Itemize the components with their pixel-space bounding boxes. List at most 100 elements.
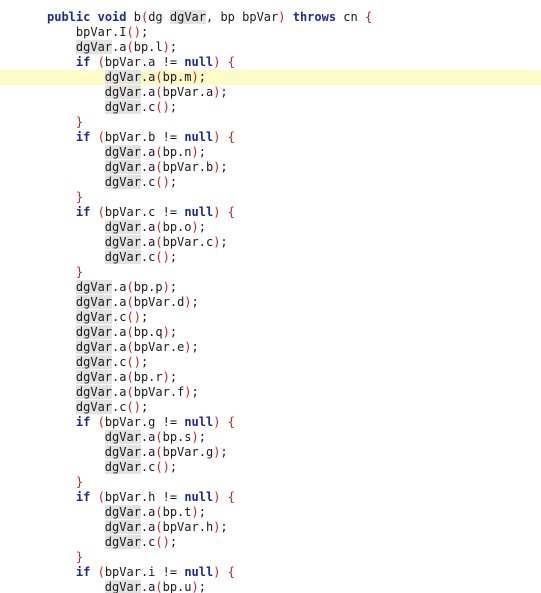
keyword-token: if	[75, 129, 91, 144]
code-token: ;	[169, 534, 178, 549]
paren-token: }	[75, 549, 84, 564]
code-line[interactable]: dgVar.a(bpVar.g);	[0, 444, 541, 460]
code-line[interactable]: }	[0, 190, 541, 205]
code-line[interactable]: if (bpVar.h != null) {	[0, 490, 541, 505]
paren-token: )	[213, 84, 221, 99]
code-token: bpVar.c	[162, 234, 214, 249]
code-token: bp.u	[162, 579, 192, 593]
paren-token: )	[213, 564, 221, 579]
keyword-token: null	[184, 414, 214, 429]
code-token: .a	[140, 159, 156, 174]
keyword-token: if	[75, 204, 91, 219]
code-line[interactable]: if (bpVar.i != null) {	[0, 565, 541, 580]
code-token: bpVar.g	[162, 444, 214, 459]
code-line[interactable]: dgVar.a(bp.t);	[0, 504, 541, 520]
code-line[interactable]: }	[0, 265, 541, 280]
code-token: ;	[198, 429, 206, 444]
identifier-usage-highlight: dgVar	[104, 144, 141, 159]
keyword-token: null	[184, 489, 214, 504]
code-line[interactable]: dgVar.a(bp.l);	[0, 39, 541, 55]
paren-token: (	[155, 519, 163, 534]
code-token: ;	[169, 324, 178, 339]
code-line[interactable]: dgVar.c();	[0, 459, 541, 475]
code-line[interactable]: dgVar.a(bp.n);	[0, 144, 541, 160]
code-line[interactable]: dgVar.c();	[0, 399, 541, 415]
code-token	[90, 205, 97, 219]
paren-token: {	[227, 564, 235, 579]
paren-token: ()	[155, 249, 170, 264]
code-token	[47, 400, 76, 414]
code-line[interactable]: dgVar.a(bp.q);	[0, 324, 541, 340]
code-line[interactable]: }	[0, 550, 541, 565]
code-line[interactable]: dgVar.a(bpVar.a);	[0, 84, 541, 100]
code-line[interactable]: dgVar.c();	[0, 534, 541, 550]
paren-token: (	[155, 234, 163, 249]
identifier-usage-highlight: dgVar	[104, 249, 141, 264]
code-line-current[interactable]: dgVar.a(bp.m);	[0, 69, 541, 85]
paren-token: (	[97, 489, 105, 504]
code-token: .c	[112, 354, 127, 369]
code-line[interactable]: dgVar.a(bp.r);	[0, 369, 541, 385]
code-token: ;	[169, 174, 178, 189]
code-token: ;	[220, 159, 228, 174]
code-token: ;	[198, 144, 206, 159]
code-line[interactable]: dgVar.a(bpVar.c);	[0, 234, 541, 250]
code-token: .a	[140, 84, 156, 99]
code-line[interactable]: dgVar.c();	[0, 354, 541, 370]
paren-token: )	[191, 504, 199, 519]
paren-token: (	[155, 69, 163, 84]
code-token: .a	[140, 444, 156, 459]
code-token: b	[126, 9, 141, 24]
code-line[interactable]: dgVar.c();	[0, 309, 541, 325]
code-line[interactable]: bpVar.I();	[0, 25, 541, 40]
code-line[interactable]: dgVar.a(bpVar.b);	[0, 159, 541, 175]
code-line[interactable]: }	[0, 475, 541, 490]
keyword-token: if	[75, 489, 91, 504]
code-line[interactable]: dgVar.c();	[0, 174, 541, 190]
code-line[interactable]: }	[0, 115, 541, 130]
code-line[interactable]: if (bpVar.g != null) {	[0, 415, 541, 430]
code-token	[47, 430, 105, 444]
code-token: bpVar.c !=	[104, 204, 185, 219]
paren-token: (	[126, 39, 134, 54]
code-token: .c	[112, 399, 127, 414]
identifier-usage-highlight: dgVar	[104, 234, 141, 249]
code-line[interactable]: dgVar.a(bpVar.d);	[0, 294, 541, 310]
code-token: bpVar.b !=	[104, 129, 185, 144]
code-token: .a	[112, 384, 127, 399]
code-line[interactable]: dgVar.a(bp.s);	[0, 429, 541, 445]
code-line[interactable]: dgVar.a(bpVar.f);	[0, 384, 541, 400]
code-area[interactable]: public void b(dg dgVar, bp bpVar) throws…	[0, 9, 541, 593]
identifier-usage-highlight: dgVar	[75, 39, 113, 54]
code-line[interactable]: dgVar.a(bp.u);	[0, 579, 541, 593]
identifier-usage-highlight: dgVar	[104, 459, 141, 474]
code-line[interactable]: dgVar.a(bpVar.h);	[0, 519, 541, 535]
code-token	[47, 325, 76, 339]
code-token: .a	[140, 579, 156, 593]
code-line[interactable]: dgVar.a(bp.o);	[0, 219, 541, 235]
code-line[interactable]: dgVar.c();	[0, 99, 541, 115]
paren-token: (	[155, 159, 163, 174]
paren-token: )	[213, 54, 221, 69]
code-line[interactable]: dgVar.c();	[0, 249, 541, 265]
identifier-usage-highlight: dgVar	[104, 174, 141, 189]
code-token	[90, 55, 97, 69]
code-token	[90, 490, 97, 504]
code-line[interactable]: dgVar.a(bp.p);	[0, 279, 541, 295]
code-token	[220, 565, 227, 579]
code-line[interactable]: if (bpVar.c != null) {	[0, 205, 541, 220]
code-line[interactable]: public void b(dg dgVar, bp bpVar) throws…	[0, 9, 541, 25]
paren-token: )	[213, 414, 221, 429]
keyword-token: null	[184, 54, 214, 69]
code-line[interactable]: dgVar.a(bpVar.e);	[0, 339, 541, 355]
code-token	[47, 565, 76, 579]
code-token	[47, 310, 76, 324]
code-token	[47, 445, 105, 459]
code-line[interactable]: if (bpVar.b != null) {	[0, 130, 541, 145]
paren-token: (	[97, 54, 105, 69]
code-token: bpVar.h !=	[104, 489, 185, 504]
identifier-usage-highlight: dgVar	[75, 354, 113, 369]
code-token: ;	[220, 444, 228, 459]
code-line[interactable]: if (bpVar.a != null) {	[0, 55, 541, 70]
